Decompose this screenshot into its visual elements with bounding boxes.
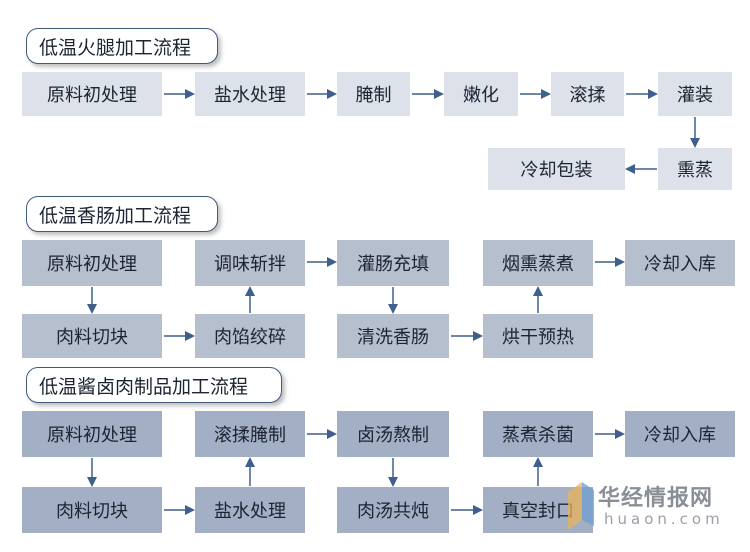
ham-step-raw-material: 原料初处理 xyxy=(22,72,162,116)
watermark-brand-text: 华经情报网 xyxy=(598,486,714,511)
sausage-step-raw-material: 原料初处理 xyxy=(22,240,162,286)
ham-section-title: 低温火腿加工流程 xyxy=(26,28,218,64)
braised-step-cut: 肉料切块 xyxy=(22,487,162,533)
ham-step-fill: 灌装 xyxy=(658,72,732,116)
ham-step-smoke: 熏蒸 xyxy=(658,148,732,190)
braised-section-title: 低温酱卤肉制品加工流程 xyxy=(26,367,282,403)
ham-step-curing: 腌制 xyxy=(337,72,410,116)
sausage-step-cut: 肉料切块 xyxy=(22,314,162,358)
sausage-step-stuff: 灌肠充填 xyxy=(337,240,449,286)
ham-step-tumble: 滚揉 xyxy=(551,72,624,116)
braised-step-cool-store: 冷却入库 xyxy=(625,411,735,457)
sausage-step-cool-store: 冷却入库 xyxy=(625,240,735,286)
braised-step-tumble-cure: 滚揉腌制 xyxy=(195,411,305,457)
watermark: 华经情报网 huaon.com xyxy=(568,480,746,542)
braised-step-raw-material: 原料初处理 xyxy=(22,411,162,457)
sausage-step-season-chop: 调味斩拌 xyxy=(195,240,305,286)
braised-step-sterilize: 蒸煮杀菌 xyxy=(483,411,593,457)
sausage-step-mince: 肉馅绞碎 xyxy=(195,314,305,358)
ham-step-brine: 盐水处理 xyxy=(195,72,305,116)
ham-step-cool-pack: 冷却包装 xyxy=(488,148,625,190)
sausage-section-title: 低温香肠加工流程 xyxy=(26,196,218,232)
watermark-domain-text: huaon.com xyxy=(604,510,724,528)
braised-step-brine: 盐水处理 xyxy=(195,487,305,533)
braised-step-broth-boil: 卤汤熬制 xyxy=(337,411,449,457)
sausage-step-dry-preheat: 烘干预热 xyxy=(483,314,593,358)
ham-step-tenderize: 嫩化 xyxy=(444,72,518,116)
watermark-logo-icon xyxy=(568,482,594,530)
sausage-step-smoke-cook: 烟熏蒸煮 xyxy=(483,240,593,286)
sausage-step-wash: 清洗香肠 xyxy=(337,314,449,358)
braised-step-stew: 肉汤共炖 xyxy=(337,487,449,533)
